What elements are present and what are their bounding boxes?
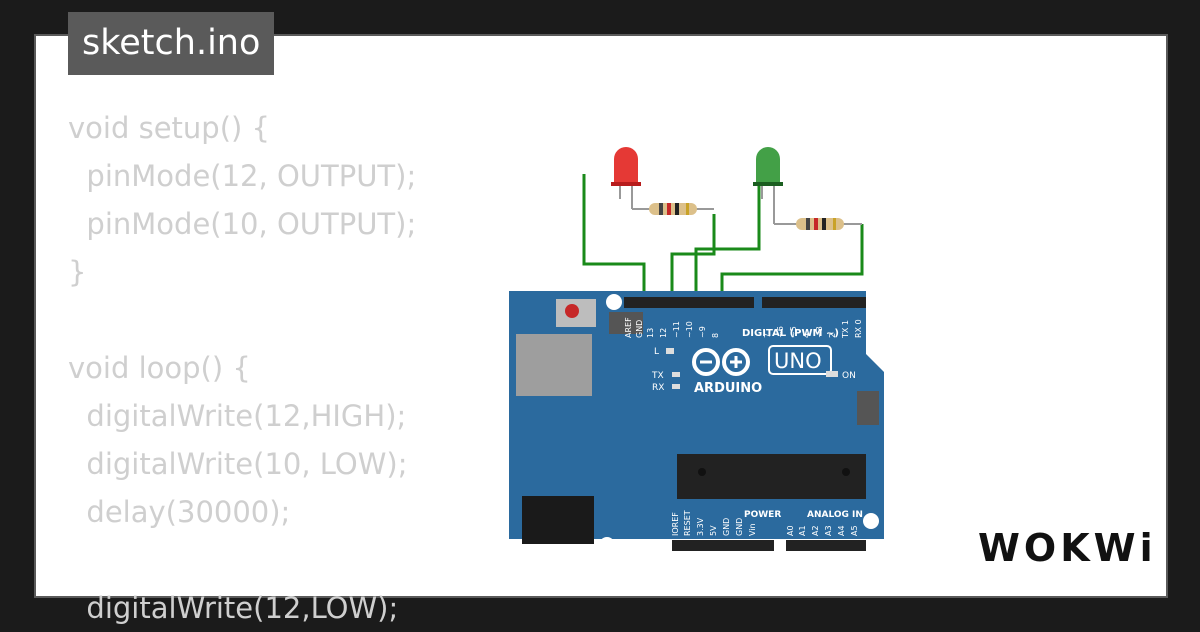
code-preview: void setup() { pinMode(12, OUTPUT); pinM…: [68, 104, 416, 632]
digital-pin-label: 8: [711, 333, 720, 338]
code-line: [68, 536, 416, 584]
power-analog-pin-label: RESET: [683, 510, 692, 536]
digital-pin-label: ~10: [685, 321, 694, 338]
wire-green-resistor: [720, 224, 864, 304]
arduino-logo-icon: [692, 348, 750, 376]
digital-pin-label: TX 1: [841, 320, 850, 339]
power-analog-pin-label: 5V: [709, 525, 718, 536]
on-led-label: ON: [842, 371, 856, 381]
l-led-label: L: [654, 347, 659, 357]
power-analog-pin-label: A2: [811, 525, 820, 536]
code-line: digitalWrite(12,HIGH);: [68, 399, 407, 433]
digital-pin-label: 4: [802, 333, 811, 338]
digital-pin-label: 12: [659, 328, 668, 338]
digital-pin-label: ~9: [698, 326, 707, 338]
digital-pin-label: ~6: [776, 326, 785, 338]
digital-pin-label: ~3: [815, 326, 824, 338]
power-analog-pin-label: GND: [735, 518, 744, 536]
arduino-board: DIGITAL (PWM ~) L TX RX ARDUINO UNO ON: [509, 291, 884, 553]
digital-pin-label: 13: [646, 328, 655, 338]
red-led: [611, 147, 641, 209]
digital-pin-label: ~5: [789, 326, 798, 338]
code-line: digitalWrite(10, LOW);: [68, 447, 408, 481]
wires: [582, 174, 864, 304]
green-led-resistor: [774, 218, 862, 230]
power-jack: [522, 496, 594, 544]
red-led-resistor: [632, 203, 714, 215]
power-analog-pin-label: IOREF: [671, 512, 680, 536]
code-line: void loop() {: [68, 351, 251, 385]
green-led: [753, 147, 783, 224]
code-line: delay(30000);: [68, 495, 291, 529]
digital-pin-label: 2: [828, 333, 837, 338]
power-analog-pin-label: A5: [850, 525, 859, 536]
code-line: digitalWrite(12,LOW);: [68, 591, 399, 625]
digital-pin-label: AREF: [624, 317, 633, 338]
power-analog-pin-label: Vin: [748, 523, 757, 536]
power-analog-pin-label: A3: [824, 525, 833, 536]
digital-pin-label: RX 0: [854, 319, 863, 338]
code-line: pinMode(12, OUTPUT);: [68, 159, 417, 193]
preview-card: void setup() { pinMode(12, OUTPUT); pinM…: [34, 34, 1168, 625]
digital-pin-header: [624, 297, 866, 308]
code-line: void setup() {: [68, 111, 270, 145]
wire-red-resistor: [670, 214, 716, 304]
tx-led-label: TX: [651, 371, 664, 381]
digital-pin-label: 7: [763, 333, 772, 338]
analog-label: ANALOG IN: [807, 510, 863, 520]
power-analog-pin-label: A4: [837, 525, 846, 536]
rx-led-label: RX: [652, 383, 664, 393]
circuit-diagram: DIGITAL (PWM ~) L TX RX ARDUINO UNO ON: [509, 147, 884, 553]
code-line: pinMode(10, OUTPUT);: [68, 207, 417, 241]
microcontroller-chip: [677, 454, 866, 499]
power-analog-pin-label: A0: [786, 525, 795, 536]
wokwi-logo: WOKWi: [978, 526, 1157, 570]
power-analog-pin-label: GND: [722, 518, 731, 536]
uno-model-text: UNO: [774, 349, 822, 373]
power-label: POWER: [744, 510, 781, 520]
usb-port: [516, 334, 592, 396]
digital-pin-label: ~11: [672, 321, 681, 338]
wire-red-led-cathode: [582, 174, 646, 304]
power-analog-pin-label: 3.3V: [696, 517, 705, 536]
wire-green-led-cathode: [694, 174, 761, 304]
digital-pin-label: GND: [635, 320, 644, 338]
code-line: }: [68, 255, 87, 289]
power-analog-pin-label: A1: [798, 525, 807, 536]
code-line: [68, 296, 416, 344]
arduino-brand-text: ARDUINO: [694, 381, 762, 396]
digital-label: DIGITAL (PWM ~): [742, 328, 839, 339]
power-analog-pin-header: [672, 540, 866, 551]
file-tab[interactable]: sketch.ino: [68, 12, 275, 75]
